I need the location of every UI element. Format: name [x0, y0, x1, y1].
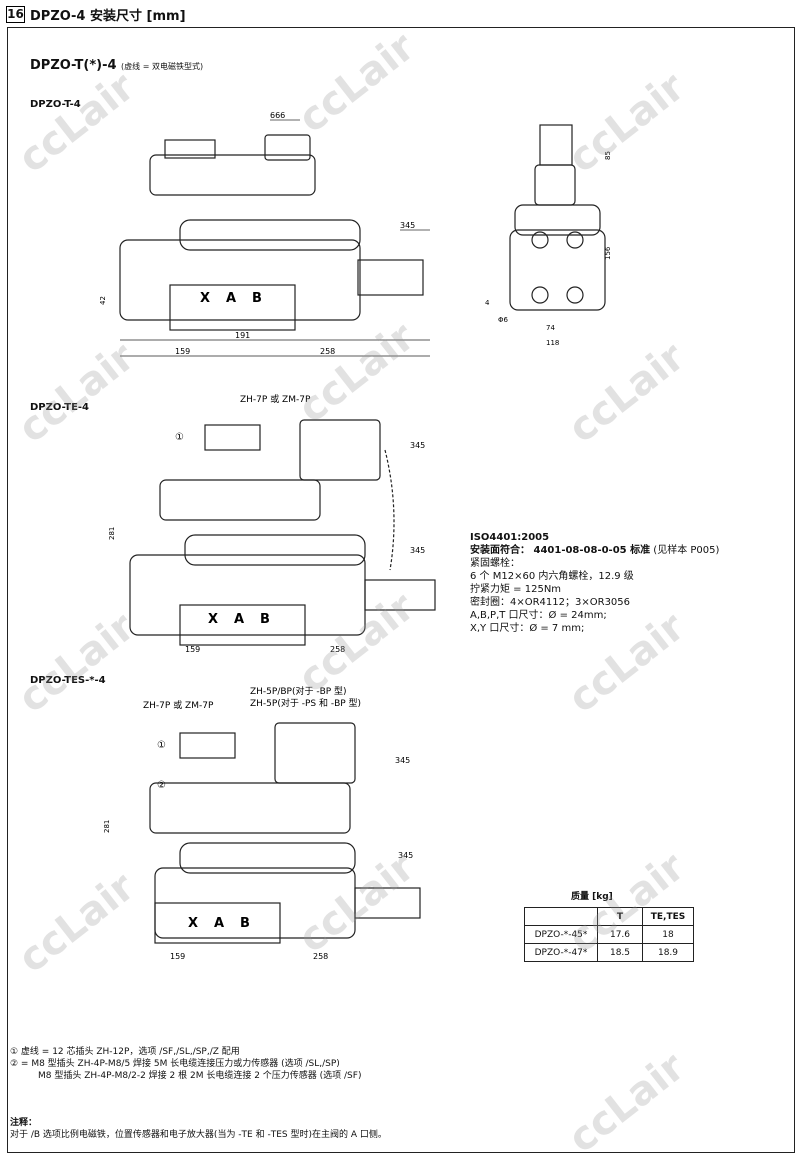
table-cell: 18 — [642, 925, 694, 944]
note-1: ① 虚线 = 12 芯插头 ZH-12P，选项 /SF,/SL,/SP,/Z 配… — [10, 1047, 240, 1057]
label-dpzo-t-4: DPZO-T-4 — [30, 99, 81, 110]
label-dpzo-te-4: DPZO-TE-4 — [30, 402, 90, 413]
table-cell: 18.5 — [597, 943, 643, 962]
header-cell: T — [597, 907, 643, 926]
dim-74: 74 — [546, 324, 555, 332]
dim-258: 258 — [330, 645, 345, 654]
spec-standard: ISO4401:2005 — [470, 532, 550, 543]
dim-258: 258 — [320, 347, 335, 356]
model-note: (虚线 = 双电磁铁型式) — [121, 62, 204, 71]
table-header-row: T TE,TES — [524, 907, 694, 926]
table-cell: 17.6 — [597, 925, 643, 944]
port-b: B — [260, 612, 270, 627]
connector-right-label-2: ZH-5P(对于 -PS 和 -BP 型) — [250, 697, 361, 709]
spec-bolts: 6 个 M12×60 内六角螺栓，12.9 级 — [470, 571, 634, 582]
port-x: X — [208, 612, 218, 627]
table-row: DPZO-*-47* 18.5 18.9 — [524, 943, 694, 962]
main-title: DPZO-T(*)-4 (虚线 = 双电磁铁型式) — [30, 58, 203, 73]
dim-345-top: 345 — [395, 756, 410, 765]
dim-345-top: 345 — [410, 441, 425, 450]
marker-1: ① — [175, 432, 184, 443]
drawing-dpzo-tes-4: ZH-7P 或 ZM-7P ZH-5P/BP(对于 -BP 型) ZH-5P(对… — [103, 685, 421, 961]
dim-281: 281 — [108, 527, 116, 540]
remark-text: 对于 /B 选项比例电磁铁，位置传感器和电子放大器(当为 -TE 和 -TES … — [10, 1130, 387, 1140]
dim-159: 159 — [175, 347, 190, 356]
dim-666: 666 — [270, 111, 285, 120]
connector-left-label: ZH-7P 或 ZM-7P — [143, 699, 214, 711]
dim-4: 4 — [485, 299, 490, 307]
spec-torque: 拧紧力矩 = 125Nm — [470, 584, 562, 595]
connector-right-label-1: ZH-5P/BP(对于 -BP 型) — [250, 685, 347, 697]
header-cell: TE,TES — [642, 907, 694, 926]
dim-345: 345 — [400, 221, 415, 230]
spec-mounting: 安装面符合： 4401-08-08-0-05 标准 (见样本 P005) — [470, 545, 720, 556]
marker-1: ① — [157, 740, 166, 751]
table-cell: DPZO-*-45* — [524, 925, 598, 944]
mass-table: T TE,TES DPZO-*-45* 17.6 18 DPZO-*-47* 1… — [524, 907, 694, 962]
dim-345-bottom: 345 — [410, 546, 425, 555]
port-a: A — [226, 291, 236, 306]
dim-159: 159 — [170, 952, 185, 961]
dim-258: 258 — [313, 952, 328, 961]
mass-table-caption: 质量 [kg] — [571, 892, 613, 902]
remark-block: 注释： 对于 /B 选项比例电磁铁，位置传感器和电子放大器(当为 -TE 和 -… — [10, 1117, 387, 1141]
dim-159: 159 — [185, 645, 200, 654]
spec-port-abpt: A,B,P,T 口尺寸：Ø = 24mm; — [470, 610, 607, 621]
spec-port-xy: X,Y 口尺寸：Ø = 7 mm; — [470, 623, 585, 634]
dim-85: 85 — [604, 151, 612, 160]
port-a: A — [214, 916, 224, 931]
dim-156: 156 — [604, 246, 612, 260]
footnotes: ① 虚线 = 12 芯插头 ZH-12P，选项 /SF,/SL,/SP,/Z 配… — [10, 1046, 361, 1082]
table-row: DPZO-*-45* 17.6 18 — [524, 925, 694, 944]
port-b: B — [252, 291, 262, 306]
dim-191: 191 — [235, 331, 250, 340]
drawing-frame — [7, 27, 795, 1153]
port-b: B — [240, 916, 250, 931]
port-x: X — [200, 291, 210, 306]
port-x: X — [188, 916, 198, 931]
section-title: DPZO-4 安装尺寸 [mm] — [30, 9, 186, 24]
remark-title: 注释： — [10, 1118, 38, 1128]
spec-seals: 密封圈：4×OR4112；3×OR3056 — [470, 597, 631, 608]
label-dpzo-tes-4: DPZO-TES-*-4 — [30, 675, 106, 686]
note-3: M8 型插头 ZH-4P-M8/2-2 焊接 2 根 2M 长电缆连接 2 个压… — [38, 1071, 362, 1081]
table-cell: DPZO-*-47* — [524, 943, 598, 962]
table-cell: 18.9 — [642, 943, 694, 962]
dim-118: 118 — [546, 339, 559, 347]
drawing-dpzo-t-4: 666 345 42 191 159 258 X A B — [100, 111, 430, 357]
dim-phi6: Φ6 — [498, 316, 509, 324]
port-a: A — [234, 612, 244, 627]
spec-block: ISO4401:2005 安装面符合： 4401-08-08-0-05 标准 (… — [470, 531, 719, 635]
section-number: 16 — [6, 6, 25, 23]
marker-2: ② — [157, 780, 166, 791]
model-title: DPZO-T(*)-4 — [30, 58, 117, 73]
header-cell — [524, 907, 598, 926]
note-2: ② = M8 型插头 ZH-4P-M8/5 焊接 5M 长电缆连接压力或力传感器… — [10, 1059, 340, 1069]
drawing-dpzo-te-4: ZH-7P 或 ZM-7P ① 345 345 281 159 258 X A … — [108, 393, 436, 654]
dim-345-bottom: 345 — [398, 851, 413, 860]
dim-42: 42 — [100, 296, 107, 305]
drawing-side-view: 85 156 4 Φ6 74 118 — [485, 124, 612, 347]
connector-label: ZH-7P 或 ZM-7P — [240, 393, 311, 405]
dim-281: 281 — [103, 820, 111, 833]
spec-bolts-title: 紧固螺栓： — [470, 558, 520, 569]
